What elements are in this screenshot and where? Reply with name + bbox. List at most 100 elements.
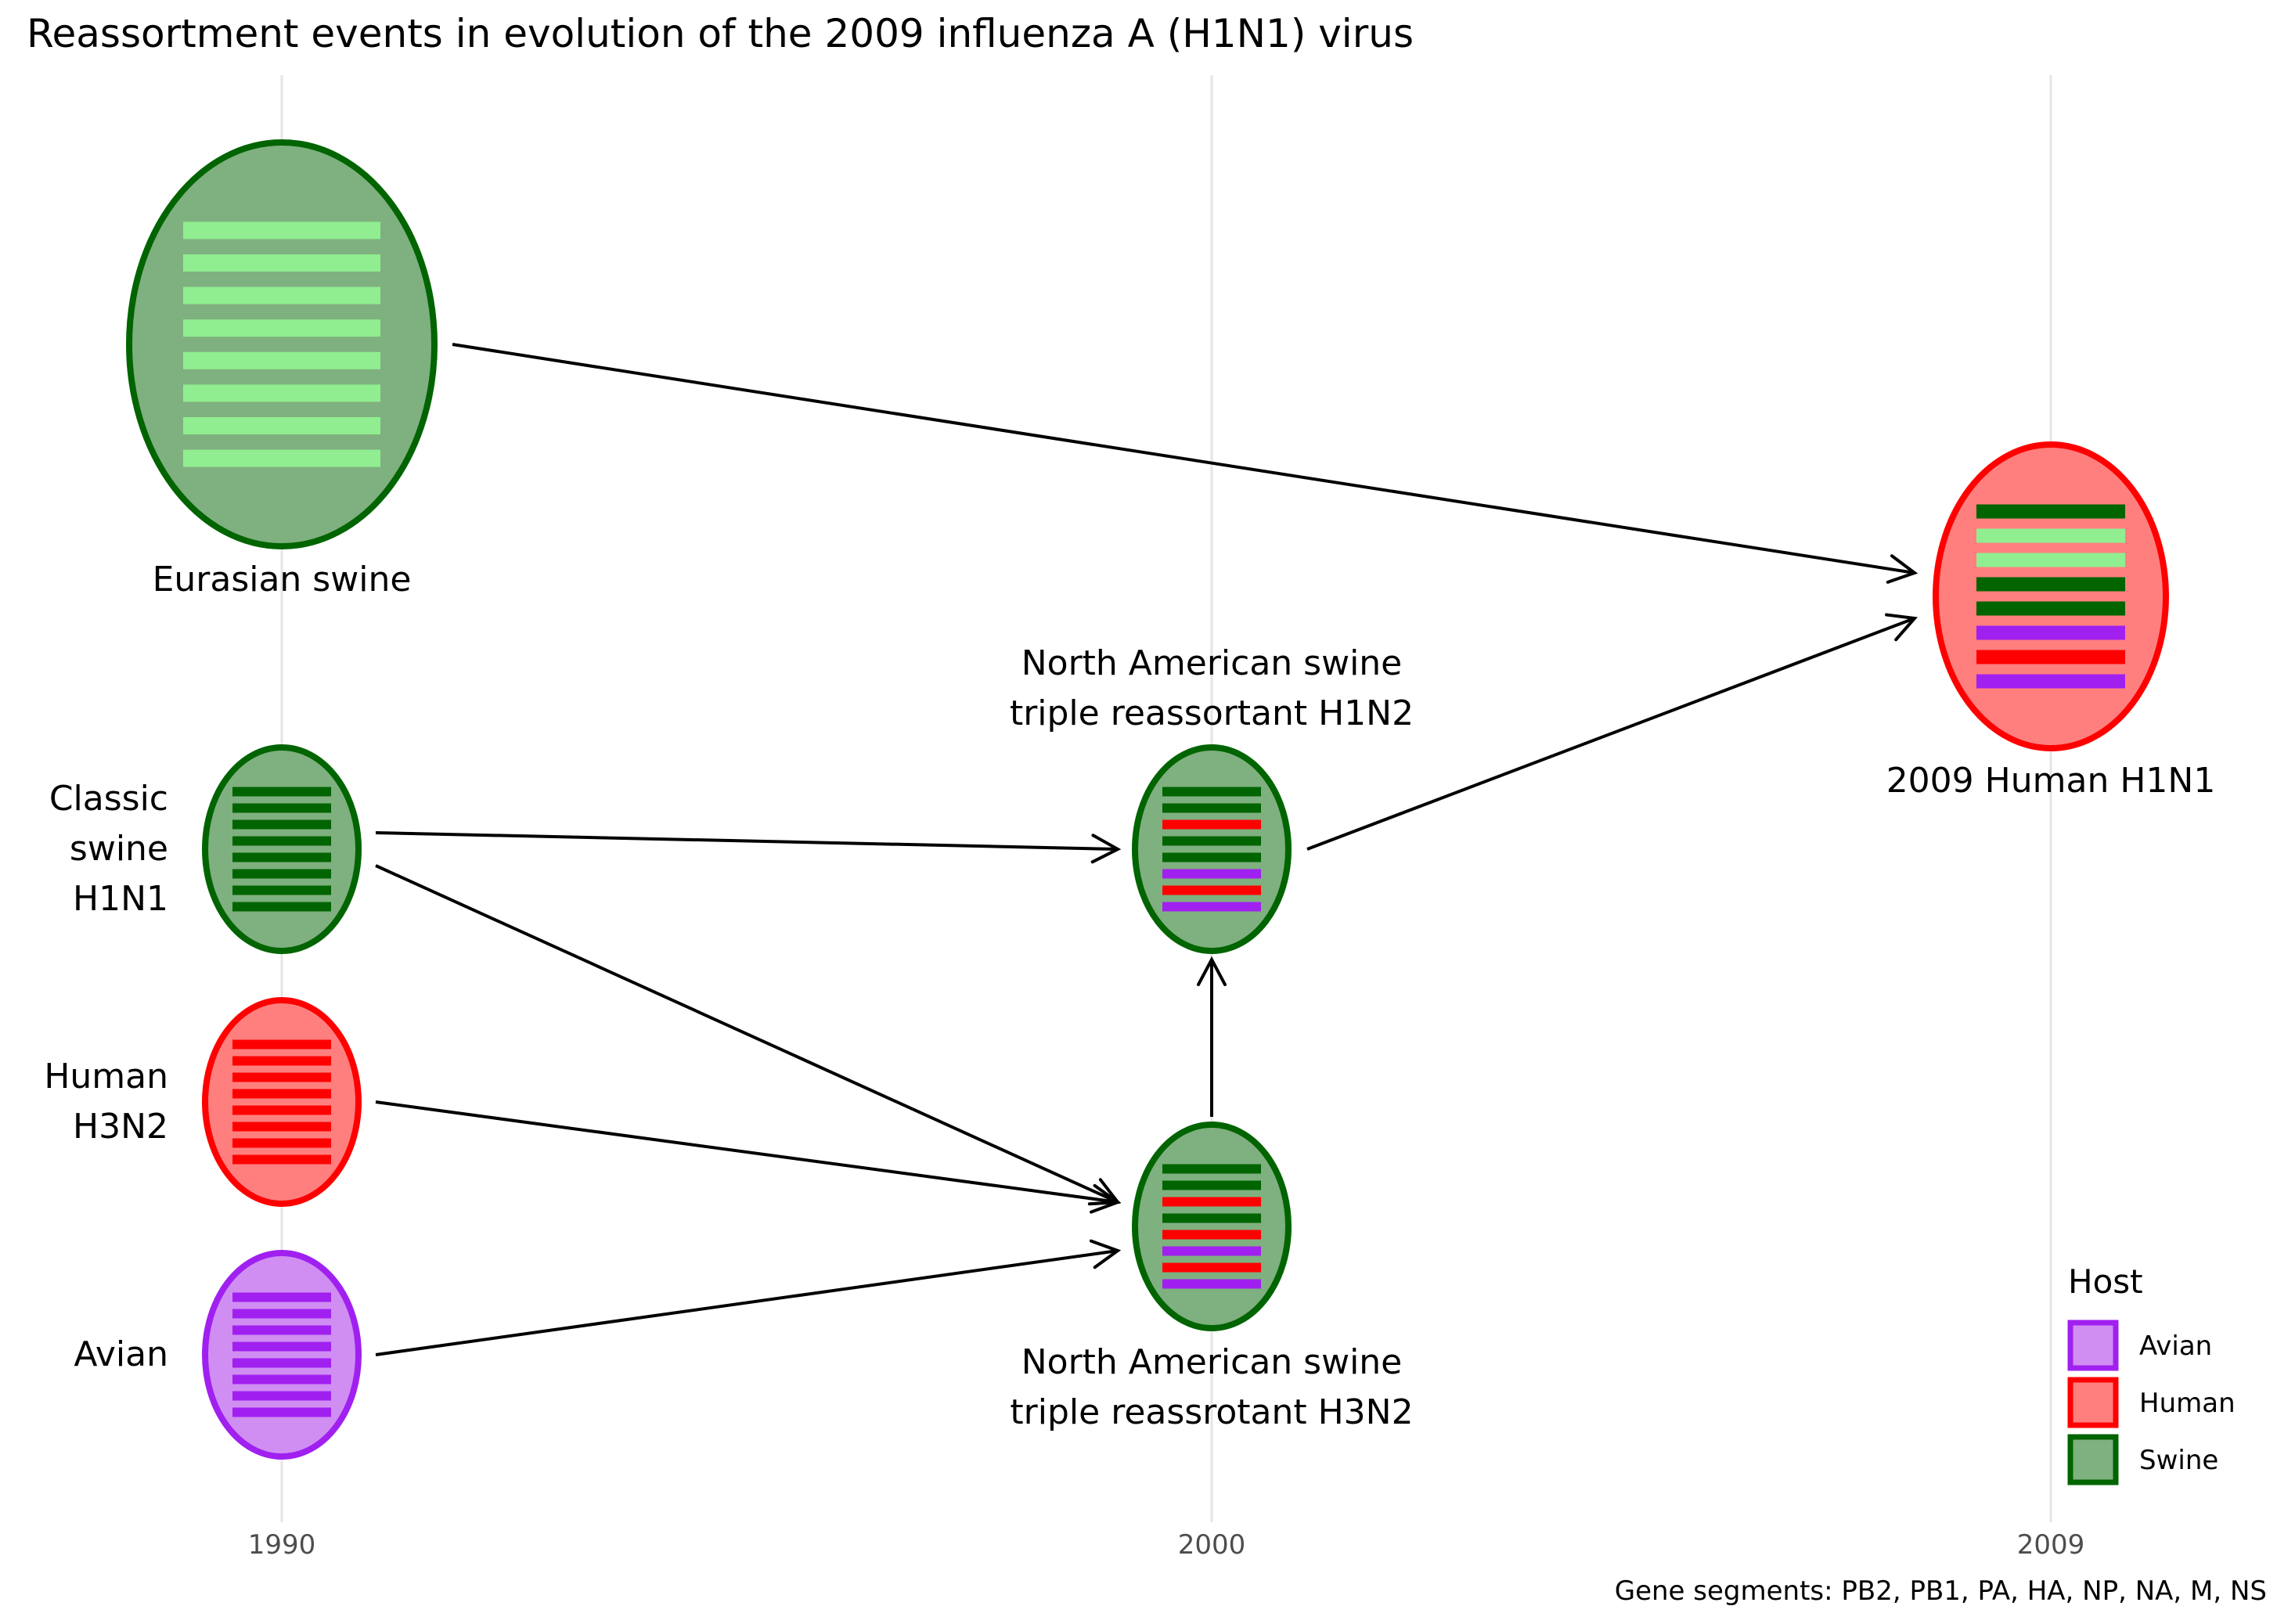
legend-swatch-avian xyxy=(2067,1320,2119,1371)
virus-label-na_h3n2-line-1: North American swine xyxy=(1021,1342,1403,1382)
gene-segment-4 xyxy=(1162,836,1261,846)
gene-segment-6 xyxy=(1976,625,2125,640)
arrow-eurasian-to-human_2009 xyxy=(452,343,1919,584)
virus-label-avian-line-1: Avian xyxy=(74,1334,168,1374)
gene-segment-5 xyxy=(183,351,380,369)
arrow-na_h1n2-to-human_2009 xyxy=(1306,613,1918,851)
gene-segment-8 xyxy=(1976,674,2125,689)
legend-title: Host xyxy=(2068,1262,2143,1301)
gene-segment-3 xyxy=(232,1325,331,1335)
diagram-title: Reassortment events in evolution of the … xyxy=(27,11,1414,56)
x-tick-label-1990: 1990 xyxy=(248,1529,316,1561)
gene-segment-3 xyxy=(183,286,380,304)
gene-segment-3 xyxy=(1162,819,1261,830)
gene-segment-6 xyxy=(1162,1246,1261,1256)
gene-segment-1 xyxy=(183,221,380,239)
x-tick-label-2000: 2000 xyxy=(1178,1529,1246,1561)
gene-segment-7 xyxy=(232,885,331,895)
virus-label-human_h3n2-line-1: Human xyxy=(44,1057,168,1096)
arrow-classic-to-na_h3n2 xyxy=(375,864,1121,1206)
gene-segment-1 xyxy=(1976,504,2125,519)
gene-segment-6 xyxy=(232,869,331,879)
virus-label-classic-line-3: H1N1 xyxy=(73,879,168,919)
virus-label-human_2009-line-1: 2009 Human H1N1 xyxy=(1886,761,2216,801)
virus-human_2009: 2009 Human H1N1 xyxy=(1886,441,2216,801)
virus-label-na_h1n2-line-1: North American swine xyxy=(1021,643,1403,683)
gene-segment-8 xyxy=(183,449,380,467)
gene-segment-2 xyxy=(232,803,331,813)
gene-segment-4 xyxy=(232,836,331,846)
virus-avian: Avian xyxy=(74,1250,362,1460)
virus-label-classic-line-1: Classic xyxy=(49,779,168,819)
virus-particle-na_h1n2 xyxy=(1132,744,1292,954)
gene-segment-8 xyxy=(1162,1279,1261,1289)
virus-particle-human_h3n2 xyxy=(202,997,362,1207)
legend-swatch-human xyxy=(2067,1377,2119,1428)
gene-segment-1 xyxy=(232,1292,331,1302)
gene-segment-6 xyxy=(183,384,380,402)
gene-segment-3 xyxy=(232,819,331,830)
gene-segment-6 xyxy=(1162,869,1261,879)
gene-segment-1 xyxy=(232,1039,331,1050)
virus-label-classic-line-2: swine xyxy=(70,829,168,869)
virus-label-na_h1n2-line-2: triple reassortant H1N2 xyxy=(1010,693,1414,733)
arrow-classic-to-na_h1n2 xyxy=(375,831,1122,864)
gene-segment-8 xyxy=(232,1154,331,1165)
gene-segment-7 xyxy=(1162,885,1261,895)
arrow-human_h3n2-to-na_h3n2 xyxy=(375,1100,1122,1214)
virus-label-eurasian-line-1: Eurasian swine xyxy=(153,560,412,600)
virus-na_h1n2: North American swine triple reassortant H… xyxy=(1010,643,1414,954)
virus-particle-na_h3n2 xyxy=(1132,1122,1292,1331)
gene-segment-3 xyxy=(1162,1197,1261,1207)
gene-segment-2 xyxy=(1162,803,1261,813)
gene-segment-4 xyxy=(232,1341,331,1352)
gene-segment-5 xyxy=(1162,852,1261,862)
gene-segment-3 xyxy=(1976,553,2125,567)
legend-label-avian: Avian xyxy=(2139,1331,2212,1362)
virus-label-na_h3n2-line-2: triple reassrotant H3N2 xyxy=(1010,1392,1413,1432)
gene-segment-2 xyxy=(232,1056,331,1066)
gene-segment-6 xyxy=(232,1122,331,1132)
gene-segment-4 xyxy=(232,1089,331,1099)
gene-segment-7 xyxy=(1976,650,2125,664)
gene-segment-5 xyxy=(1976,601,2125,616)
virus-eurasian: Eurasian swine xyxy=(126,139,438,600)
gene-segment-5 xyxy=(232,852,331,862)
gene-segment-5 xyxy=(232,1358,331,1368)
gene-segment-5 xyxy=(1162,1230,1261,1240)
gene-segment-2 xyxy=(232,1309,331,1319)
gene-segment-7 xyxy=(1162,1262,1261,1273)
virus-particle-classic xyxy=(202,744,362,954)
gene-segment-6 xyxy=(232,1374,331,1385)
gene-segment-4 xyxy=(183,319,380,337)
gene-segment-8 xyxy=(232,1407,331,1417)
arrow-avian-to-na_h3n2 xyxy=(375,1239,1122,1356)
gene-segment-3 xyxy=(232,1072,331,1082)
gene-segment-8 xyxy=(232,902,331,912)
gene-segment-2 xyxy=(183,254,380,272)
caption: Gene segments: PB2, PB1, PA, HA, NP, NA,… xyxy=(1615,1575,2267,1607)
gene-segment-7 xyxy=(183,417,380,434)
gene-segment-4 xyxy=(1162,1213,1261,1223)
virus-label-human_h3n2-line-2: H3N2 xyxy=(73,1107,168,1147)
gene-segment-1 xyxy=(1162,787,1261,797)
legend-label-swine: Swine xyxy=(2139,1445,2218,1476)
virus-na_h3n2: North American swine triple reassrotant H… xyxy=(1010,1122,1414,1432)
legend-swatch-swine xyxy=(2067,1434,2119,1485)
gene-segment-2 xyxy=(1976,528,2125,543)
gene-segment-1 xyxy=(1162,1164,1261,1174)
legend-label-human: Human xyxy=(2139,1388,2236,1419)
gene-segment-7 xyxy=(232,1138,331,1148)
gene-segment-4 xyxy=(1976,577,2125,592)
gene-segment-8 xyxy=(1162,902,1261,912)
gene-segment-5 xyxy=(232,1105,331,1115)
gene-segment-1 xyxy=(232,787,331,797)
